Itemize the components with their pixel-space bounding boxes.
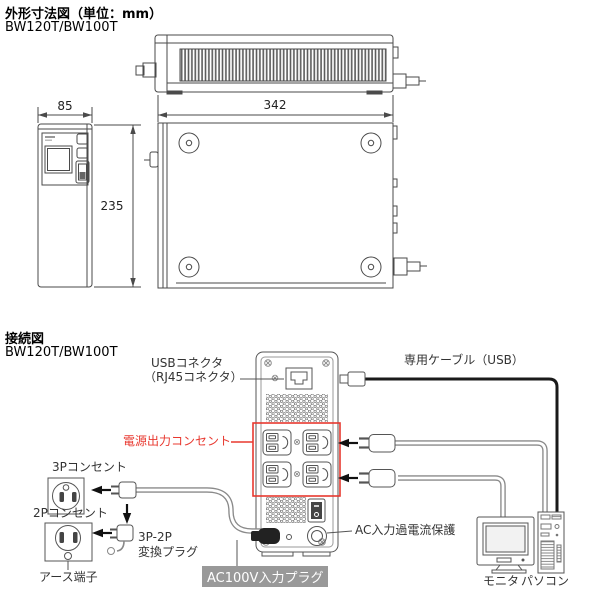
dimension-235 bbox=[94, 124, 141, 288]
power-plug-icon bbox=[357, 433, 397, 454]
foot-pads bbox=[178, 132, 382, 278]
dimension-section-title: 外形寸法図（単位：mm） bbox=[5, 7, 163, 22]
plug-3p-icon bbox=[111, 481, 137, 499]
dimension-section-model: BW120T/BW100T bbox=[5, 20, 118, 35]
connection-section-model: BW120T/BW100T bbox=[5, 345, 118, 360]
dim-235-label: 235 bbox=[100, 199, 124, 213]
ups-rear-panel bbox=[255, 351, 339, 557]
ac-power-cord bbox=[135, 487, 262, 534]
front-view-drawing bbox=[37, 123, 93, 288]
red-highlight-box bbox=[231, 422, 341, 497]
breaker-icon bbox=[307, 526, 327, 546]
bottom-view-drawing bbox=[144, 122, 427, 289]
adapter-label-line2: 変換プラグ bbox=[138, 545, 199, 559]
panel-button bbox=[76, 133, 89, 145]
overcurrent-label: AC入力過電流保護 bbox=[355, 523, 456, 537]
breaker-leader bbox=[326, 530, 353, 534]
brand-logo bbox=[45, 136, 55, 138]
arrow-to-3p-outlet bbox=[89, 484, 113, 496]
dimension-85 bbox=[37, 107, 93, 123]
monitor-drawing bbox=[476, 516, 535, 574]
top-view-drawing bbox=[135, 34, 426, 95]
arrow-into-outlet bbox=[336, 472, 360, 484]
ac-input-plug-label: AC100V入力プラグ bbox=[202, 566, 329, 587]
pc-drawing bbox=[537, 511, 565, 574]
power-plug-icon bbox=[357, 468, 397, 489]
adapter-label-line1: 3P-2P bbox=[138, 530, 172, 544]
wall-outlet-2p bbox=[44, 522, 93, 562]
outlet-2p-label: 2Pコンセント bbox=[33, 506, 108, 520]
outlet-3p-label: 3Pコンセント bbox=[52, 460, 127, 474]
connection-section-title: 接続図 bbox=[5, 332, 45, 347]
cables bbox=[135, 377, 559, 534]
signal-hole bbox=[286, 534, 292, 540]
vent-grille-bottom bbox=[266, 497, 306, 523]
power-output-outlets-label: 電源出力コンセント bbox=[123, 434, 232, 448]
dim-342-label: 342 bbox=[263, 98, 287, 112]
arrow-to-2p-outlet bbox=[90, 527, 114, 539]
panel-button bbox=[76, 147, 89, 159]
rj45-port-icon bbox=[271, 367, 313, 390]
monitor-label: モニタ bbox=[483, 574, 520, 588]
usb-connector-label-line1: USBコネクタ bbox=[151, 356, 224, 370]
pc-label: パソコン bbox=[521, 574, 570, 588]
arrow-down-to-adapter bbox=[121, 502, 133, 526]
wall-outlet-3p bbox=[47, 477, 85, 515]
usb-cable bbox=[365, 377, 559, 513]
lcd-display bbox=[44, 145, 73, 174]
dimension-342 bbox=[157, 95, 394, 122]
adapter-3p2p-icon bbox=[107, 524, 134, 555]
monitor-power-cable bbox=[398, 475, 506, 518]
dim-85-label: 85 bbox=[57, 99, 73, 113]
ac-inlet-icon bbox=[251, 528, 280, 544]
power-switch-icon bbox=[307, 498, 326, 523]
dedicated-cable-label: 専用ケーブル（USB） bbox=[404, 353, 524, 367]
vent-grille-top bbox=[266, 394, 328, 422]
front-switch-icon bbox=[75, 160, 90, 184]
earth-terminal-label: アース端子 bbox=[39, 570, 98, 584]
usb-plug-icon bbox=[339, 371, 366, 387]
usb-connector-label-line2: （RJ45コネクタ） bbox=[144, 370, 243, 384]
arrow-into-outlet bbox=[336, 437, 360, 449]
